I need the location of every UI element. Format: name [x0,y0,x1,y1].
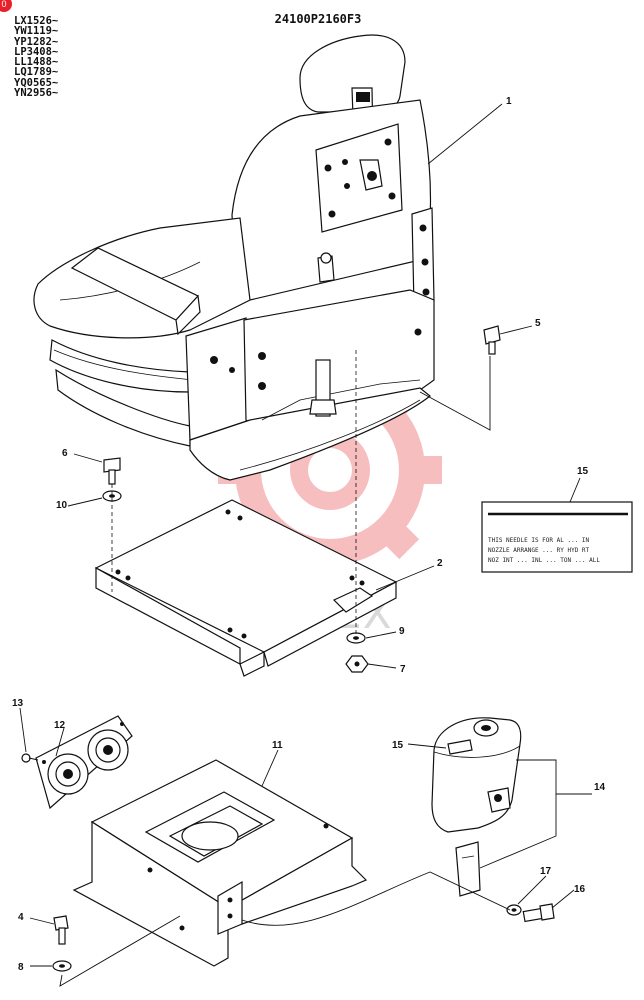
serial-number: YW1119~ [14,25,59,38]
svg-text:12: 12 [54,720,66,731]
bolt-part-16 [522,903,555,923]
mounting-plate [94,499,398,677]
serial-number: LL1488~ [14,56,59,69]
speaker-panel-part-12 [35,715,133,810]
drawing-number: 24100P2160F3 [0,12,644,26]
svg-text:11: 11 [272,740,283,751]
callout-7: 7 [367,663,406,675]
serial-number: LQ1789~ [14,66,59,79]
svg-text:6: 6 [62,448,68,459]
callout-4: 4 [18,912,55,925]
svg-text:13: 13 [12,698,24,709]
svg-text:16: 16 [574,884,586,895]
serial-number: LP3408~ [14,45,59,58]
callout-13: 13 [12,698,27,753]
leader-line [479,759,557,869]
bolt-part-4 [53,915,69,945]
label-line-3: NOZ INT ... INL ... TON ... ALL [488,557,600,564]
callout-15-label: 15 [569,466,589,503]
serial-number: YN2956~ [14,87,59,100]
warning-label: THIS NEEDLE IS FOR AL ... IN NOZZLE ARRA… [481,501,633,573]
label-line-1: THIS NEEDLE IS FOR AL ... IN [488,537,590,544]
callout-1: 1 [427,96,512,165]
svg-text:7: 7 [400,664,406,675]
seat-stand-part-11 [72,759,368,967]
svg-text:10: 10 [56,500,68,511]
svg-text:15: 15 [577,466,589,477]
svg-text:2: 2 [437,558,443,569]
serial-number-list: LX1526~ YW1119~ YP1282~ LP3408~ LL1488~ … [14,15,59,100]
callout-5: 5 [499,318,541,335]
serial-number: YP1282~ [14,35,59,48]
washer-part-17 [506,904,522,916]
svg-text:15: 15 [392,740,404,751]
screw-part-13 [21,753,39,763]
bolt-part-5 [483,325,501,355]
corner-badge: 0 [0,0,12,12]
callout-8: 8 [18,962,52,973]
nut-part-7 [345,655,369,673]
svg-text:9: 9 [399,626,405,637]
callout-2: 2 [375,558,443,591]
svg-text:17: 17 [540,866,552,877]
label-line-2: NOZZLE ARRANGE ... RY HYD RT [488,547,590,554]
svg-text:8: 8 [18,962,24,973]
callout-9: 9 [365,626,405,639]
callout-16: 16 [551,884,586,909]
washer-tank-part-14 [431,717,522,897]
washer-part-8 [52,960,72,972]
seat-assembly [33,34,435,481]
callout-17: 17 [517,866,552,905]
svg-text:5: 5 [535,318,541,329]
callout-11: 11 [261,740,283,787]
leader-line [241,871,511,926]
drawing-number-text: 24100P2160F3 [274,12,362,26]
serial-number: LX1526~ [14,15,59,27]
serial-number: YQ0565~ [14,76,59,89]
callout-15-tank: 15 [392,740,447,751]
svg-text:4: 4 [18,912,24,923]
leader-line [419,356,491,431]
leader-line [59,915,181,987]
svg-text:1: 1 [506,96,512,107]
callout-6: 6 [62,448,103,463]
bolt-part-6 [103,457,121,485]
callout-10: 10 [56,497,103,511]
svg-text:14: 14 [594,782,606,793]
callout-14: 14 [594,782,606,793]
callout-12: 12 [54,720,66,757]
